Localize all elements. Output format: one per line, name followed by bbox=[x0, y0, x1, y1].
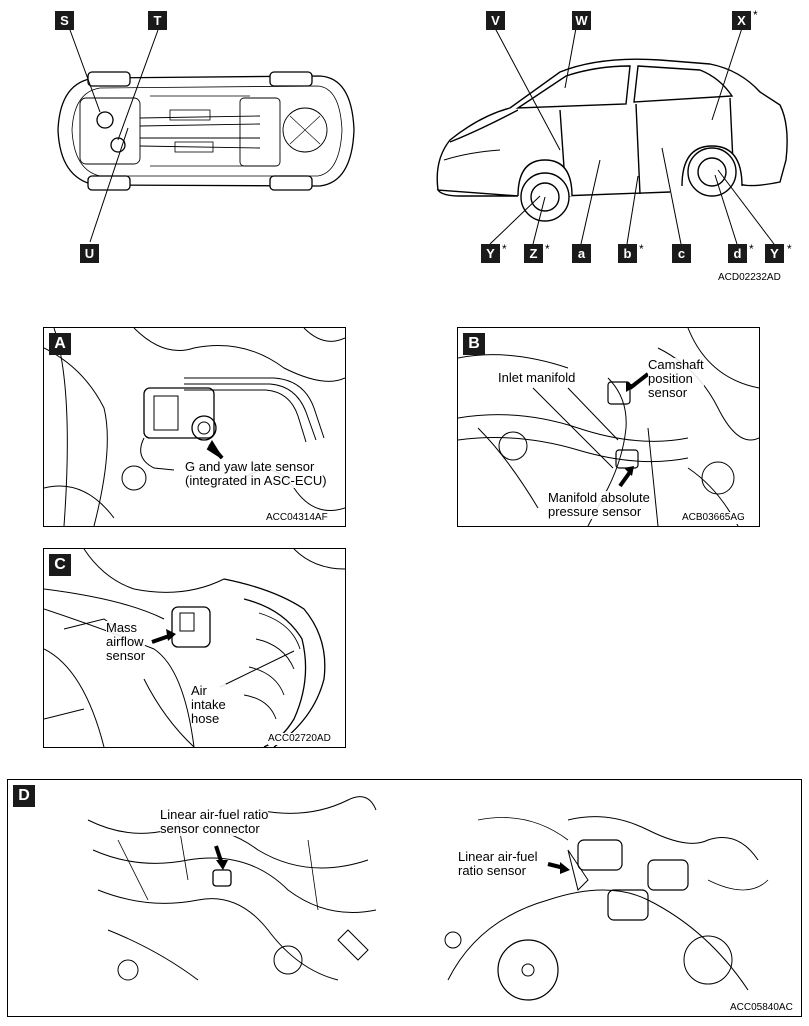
callout-line-2: (integrated in ASC-ECU) bbox=[185, 473, 327, 488]
asterisk-x: * bbox=[753, 8, 758, 22]
asterisk-d: * bbox=[749, 242, 754, 256]
inlet-manifold-label: Inlet manifold bbox=[498, 370, 576, 385]
panel-b-tag: B bbox=[463, 333, 485, 355]
sensor-line-1: Linear air-fuel bbox=[458, 849, 538, 864]
panel-a-code: ACC04314AF bbox=[266, 512, 328, 524]
panel-a-drawing bbox=[44, 328, 345, 526]
panel-d-drawing bbox=[87, 796, 769, 1001]
car-side-figure: V W X * Y * Z * a b * c d * Y * ACD02232… bbox=[400, 0, 809, 290]
cam-line-3: sensor bbox=[648, 385, 688, 400]
map-line-1: Manifold absolute bbox=[548, 490, 650, 505]
asterisk-y-rear: * bbox=[787, 242, 792, 256]
maf-sensor-label: Mass airflow sensor bbox=[106, 620, 146, 663]
cam-line-2: position bbox=[648, 371, 693, 386]
marker-w: W bbox=[572, 11, 591, 30]
marker-y-front: Y bbox=[481, 244, 500, 263]
hose-line-3: hose bbox=[191, 711, 220, 726]
af-sensor-label: Linear air-fuel ratio sensor bbox=[458, 850, 538, 878]
connector-label: Linear air-fuel ratio sensor connector bbox=[160, 807, 269, 836]
panel-a-callout: G and yaw late sensor (integrated in ASC… bbox=[185, 460, 327, 488]
marker-s: S bbox=[55, 11, 74, 30]
map-line-2: pressure sensor bbox=[548, 504, 642, 519]
marker-d: d bbox=[728, 244, 747, 263]
asterisk-y-front: * bbox=[502, 242, 507, 256]
marker-c: c bbox=[672, 244, 691, 263]
panel-c-tag: C bbox=[49, 554, 71, 576]
connector-line-1: Linear air-fuel ratio bbox=[160, 807, 269, 822]
maf-line-2: airflow bbox=[106, 634, 144, 649]
camshaft-sensor-label: Camshaft position sensor bbox=[648, 358, 704, 400]
marker-t: T bbox=[148, 11, 167, 30]
car-side-drawing bbox=[436, 27, 788, 245]
marker-x: X bbox=[732, 11, 751, 30]
maf-line-1: Mass bbox=[106, 620, 138, 635]
hose-line-1: Air bbox=[191, 683, 207, 698]
callout-line-1: G and yaw late sensor bbox=[185, 459, 315, 474]
air-hose-label: Air intake hose bbox=[191, 684, 226, 726]
panel-a-tag: A bbox=[49, 333, 71, 355]
panel-d-code: ACC05840AC bbox=[730, 1002, 793, 1014]
marker-v: V bbox=[486, 11, 505, 30]
connector-line-2: sensor connector bbox=[160, 821, 260, 836]
marker-a: a bbox=[572, 244, 591, 263]
panel-c-drawing bbox=[44, 549, 345, 747]
panel-b-code: ACB03665AG bbox=[682, 512, 745, 524]
panel-b-drawing bbox=[458, 328, 759, 526]
sensor-line-2: ratio sensor bbox=[458, 863, 526, 878]
panel-b: B Inlet manifold Camshaft position senso… bbox=[457, 327, 760, 527]
panel-d: D Linear air-fuel ratio sensor connector… bbox=[7, 779, 802, 1017]
asterisk-z: * bbox=[545, 242, 550, 256]
underbody-figure: S T U bbox=[0, 0, 400, 280]
marker-y-rear: Y bbox=[765, 244, 784, 263]
panel-d-tag: D bbox=[13, 785, 35, 807]
marker-z: Z bbox=[524, 244, 543, 263]
map-sensor-label: Manifold absolute pressure sensor bbox=[548, 491, 650, 519]
marker-b: b bbox=[618, 244, 637, 263]
underbody-drawing bbox=[57, 29, 355, 243]
panel-c-code: ACC02720AD bbox=[268, 733, 331, 745]
hose-line-2: intake bbox=[191, 697, 226, 712]
maf-line-3: sensor bbox=[106, 648, 146, 663]
asterisk-b: * bbox=[639, 242, 644, 256]
panel-a: A G and yaw late sensor (integrated in A… bbox=[43, 327, 346, 527]
cam-line-1: Camshaft bbox=[648, 357, 704, 372]
marker-u: U bbox=[80, 244, 99, 263]
figure-code: ACD02232AD bbox=[718, 272, 781, 283]
panel-c: C Mass airflow sensor Air intake hose AC… bbox=[43, 548, 346, 748]
